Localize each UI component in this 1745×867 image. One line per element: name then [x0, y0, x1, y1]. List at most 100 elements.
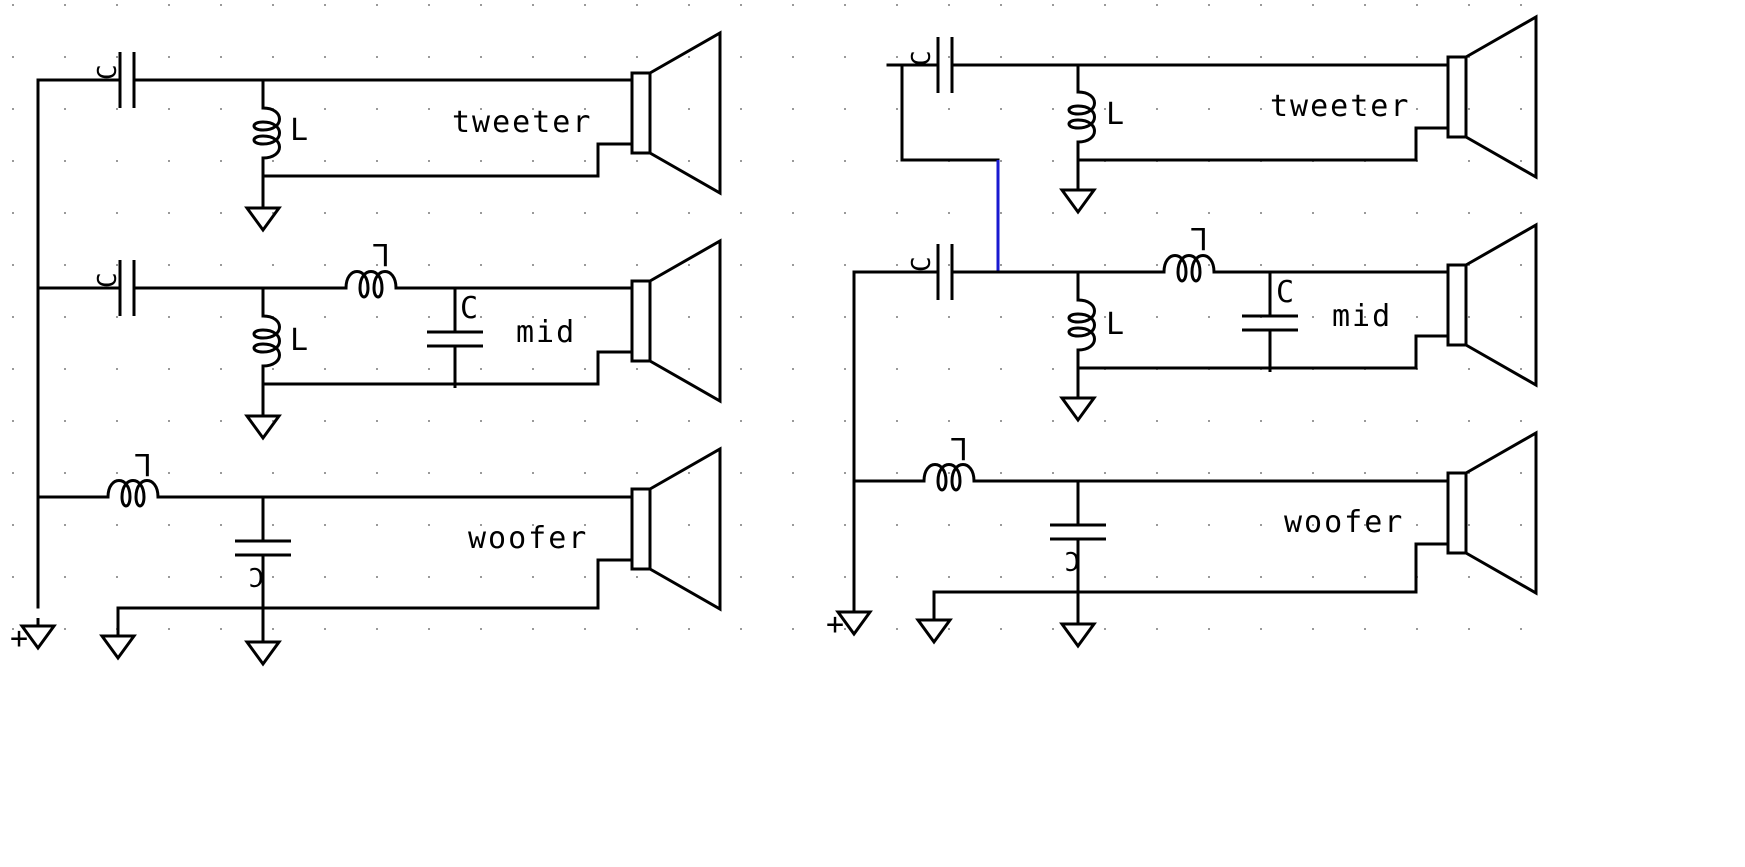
grid-dot	[532, 4, 534, 6]
grid-dot	[272, 628, 274, 630]
grid-dot	[220, 420, 222, 422]
grid-dot	[1000, 264, 1002, 266]
grid-dot	[1520, 524, 1522, 526]
grid-dot	[1260, 524, 1262, 526]
grid-dot	[1156, 576, 1158, 578]
grid-dot	[428, 56, 430, 58]
grid-dot	[324, 160, 326, 162]
grid-dot	[428, 420, 430, 422]
capacitor-label: C	[460, 291, 480, 326]
grid-dot	[844, 4, 846, 6]
grid-dot	[1208, 56, 1210, 58]
grid-dot	[428, 4, 430, 6]
grid-dot	[896, 264, 898, 266]
grid-dot	[12, 420, 14, 422]
grid-dot	[1312, 628, 1314, 630]
grid-dot	[948, 524, 950, 526]
grid-dot	[428, 472, 430, 474]
grid-dot	[740, 628, 742, 630]
grid-dot	[844, 264, 846, 266]
grid-dot	[1364, 264, 1366, 266]
inductor-label: L	[1106, 307, 1126, 342]
inductor-label: L	[132, 446, 152, 481]
grid-dot	[1260, 264, 1262, 266]
capacitor-label: C	[1064, 545, 1080, 575]
grid-dot	[324, 4, 326, 6]
grid-dot	[1156, 472, 1158, 474]
grid-dot	[948, 420, 950, 422]
grid-dot	[948, 264, 950, 266]
grid-dot	[1364, 108, 1366, 110]
grid-dot	[636, 56, 638, 58]
grid-dot	[480, 4, 482, 6]
grid-dot	[1156, 4, 1158, 6]
grid-dot	[844, 316, 846, 318]
grid-dot	[948, 368, 950, 370]
grid-dot	[532, 576, 534, 578]
grid-dot	[480, 420, 482, 422]
grid-dot	[740, 420, 742, 422]
inductor-label: L	[1188, 220, 1208, 255]
grid-dot	[532, 316, 534, 318]
grid-dot	[1000, 108, 1002, 110]
grid-dot	[272, 420, 274, 422]
grid-dot	[1520, 472, 1522, 474]
grid-dot	[1208, 576, 1210, 578]
grid-dot	[376, 4, 378, 6]
grid-dot	[12, 108, 14, 110]
grid-dot	[1052, 368, 1054, 370]
grid-dot	[740, 264, 742, 266]
woofer-label: woofer	[1284, 505, 1404, 540]
grid-dot	[1104, 56, 1106, 58]
grid-dot	[584, 576, 586, 578]
grid-dot	[532, 56, 534, 58]
grid-dot	[64, 420, 66, 422]
capacitor-label: C	[907, 50, 937, 66]
grid-dot	[1468, 628, 1470, 630]
grid-dot	[1468, 4, 1470, 6]
capacitor-icon	[886, 242, 1000, 302]
grid-dot	[1520, 56, 1522, 58]
grid-dot	[532, 472, 534, 474]
grid-dot	[844, 524, 846, 526]
capacitor-label: C	[1276, 275, 1296, 310]
grid-dot	[636, 576, 638, 578]
grid-dot	[376, 56, 378, 58]
mid-label: mid	[516, 315, 576, 350]
grid-dot	[844, 108, 846, 110]
grid-dot	[532, 264, 534, 266]
grid-dot	[272, 524, 274, 526]
grid-dot	[584, 212, 586, 214]
grid-dot	[792, 472, 794, 474]
grid-dot	[1000, 368, 1002, 370]
grid-dot	[428, 160, 430, 162]
grid-dot	[12, 264, 14, 266]
grid-dot	[896, 420, 898, 422]
grid-dot	[1416, 212, 1418, 214]
grid-dot	[272, 212, 274, 214]
grid-dot	[116, 264, 118, 266]
grid-dot	[1208, 420, 1210, 422]
grid-dot	[584, 472, 586, 474]
grid-dot	[376, 264, 378, 266]
grid-dot	[792, 524, 794, 526]
grid-dot	[584, 420, 586, 422]
grid-dot	[168, 316, 170, 318]
speaker-icon	[1446, 223, 1538, 387]
inductor-label: L	[290, 323, 310, 358]
grid-dot	[116, 472, 118, 474]
speaker-icon	[630, 447, 722, 611]
grid-dot	[1052, 264, 1054, 266]
grid-dot	[1416, 628, 1418, 630]
grid-dot	[480, 264, 482, 266]
grid-dot	[12, 524, 14, 526]
grid-dot	[1520, 212, 1522, 214]
plus-label: +	[826, 607, 846, 642]
grid-dot	[688, 524, 690, 526]
grid-dot	[1260, 56, 1262, 58]
grid-dot	[532, 108, 534, 110]
inductor-icon	[900, 463, 1000, 492]
grid-dot	[688, 212, 690, 214]
grid-dot	[1052, 472, 1054, 474]
inductor-icon	[1140, 254, 1240, 283]
